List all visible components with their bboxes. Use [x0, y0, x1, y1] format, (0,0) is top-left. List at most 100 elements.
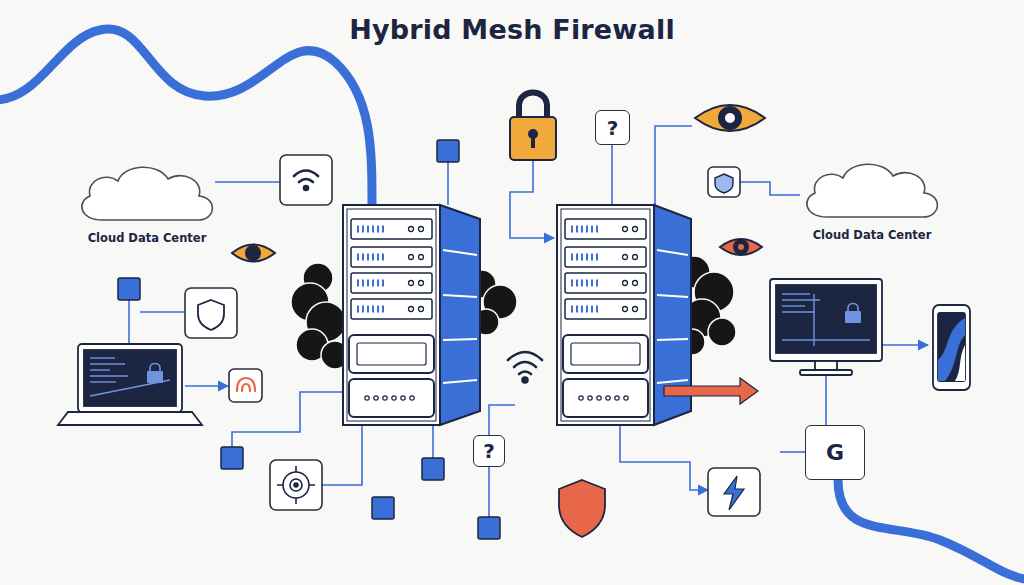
server-rack — [365, 396, 369, 400]
wire — [447, 162, 449, 205]
server-rack — [351, 273, 432, 293]
server-rack — [563, 335, 648, 373]
server-rack — [349, 379, 434, 417]
signal-icon — [237, 378, 255, 391]
wire — [215, 181, 280, 183]
server-rack — [357, 280, 385, 287]
wire — [740, 182, 800, 195]
server-rack — [633, 227, 638, 232]
node-label: ? — [483, 441, 495, 461]
wifi-icon — [294, 171, 542, 383]
wifi-icon — [294, 171, 318, 177]
wifi-icon — [304, 186, 308, 190]
laptop-device — [90, 363, 125, 364]
server-rack — [351, 247, 432, 267]
laptop-device — [90, 358, 170, 396]
icon-tile — [185, 155, 760, 516]
label-box: G — [805, 425, 865, 480]
server-rack — [597, 396, 601, 400]
monitoring-eye — [725, 113, 735, 123]
node-label: G — [826, 442, 844, 464]
monitoring-eye — [246, 246, 260, 260]
icon-tile — [708, 167, 740, 197]
server-rack — [565, 219, 646, 239]
server-rack — [571, 343, 640, 365]
server-rack — [633, 255, 638, 260]
desktop-monitor — [800, 370, 852, 375]
server-rack — [419, 227, 424, 232]
desktop-monitor — [782, 339, 870, 340]
wire — [185, 385, 228, 387]
wire — [140, 311, 185, 313]
monitoring-eye — [738, 244, 744, 250]
wire — [320, 425, 362, 485]
server-rack — [565, 247, 646, 267]
icon-tile — [270, 460, 322, 510]
server-rack — [392, 396, 396, 400]
monitoring-eye — [232, 105, 765, 262]
laptop-device — [90, 369, 110, 370]
server-rack — [443, 339, 477, 340]
server-rack — [443, 250, 477, 255]
server-rack — [623, 227, 638, 312]
monitoring-eye — [720, 239, 762, 255]
server-rack — [343, 205, 440, 425]
server-rack — [443, 295, 477, 297]
laptop-device — [90, 357, 115, 358]
wifi-icon — [523, 378, 528, 383]
signal-icon — [237, 378, 255, 391]
wire — [780, 451, 805, 453]
wire — [128, 300, 130, 345]
server-rack — [343, 205, 480, 425]
wire — [620, 425, 708, 490]
server-rack — [565, 219, 646, 319]
server-rack — [623, 255, 628, 260]
network-cable — [838, 480, 1024, 580]
desktop-monitor — [782, 294, 870, 346]
icon-tile — [708, 468, 760, 516]
mobile-phone — [933, 305, 970, 390]
monitoring-eye — [232, 245, 275, 262]
wifi-icon — [519, 372, 531, 375]
server-rack — [623, 307, 628, 312]
label-box: ? — [473, 435, 505, 467]
server-rack — [657, 339, 688, 340]
wifi-icon — [508, 352, 542, 360]
server-rack — [563, 379, 648, 417]
server-rack — [561, 209, 650, 421]
traffic-arrow — [664, 378, 758, 404]
laptop-device — [90, 375, 128, 376]
padlock-icon — [510, 93, 556, 161]
wire — [489, 405, 515, 435]
server-rack — [615, 396, 619, 400]
diagram-title: Hybrid Mesh Firewall — [0, 14, 1024, 45]
desktop-monitor — [845, 311, 861, 323]
server-rack — [419, 281, 424, 286]
wire — [432, 425, 434, 458]
server-rack — [357, 254, 385, 261]
target-icon — [294, 483, 298, 487]
desktop-monitor — [815, 361, 837, 370]
mobile-phone — [938, 313, 965, 381]
server-rack — [409, 307, 414, 312]
server-rack — [633, 307, 638, 312]
shield-icon — [559, 480, 605, 537]
server-rack — [657, 295, 688, 297]
server-rack — [351, 219, 432, 319]
shield-icon — [715, 174, 733, 193]
data-block — [478, 517, 500, 539]
wifi-icon — [299, 179, 313, 182]
laptop-device — [58, 412, 202, 425]
desktop-monitor — [848, 304, 858, 313]
server-rack — [565, 299, 646, 319]
icon-tile — [280, 155, 332, 205]
mobile-phone — [938, 318, 965, 381]
server-rack — [365, 396, 414, 400]
server-rack — [374, 396, 378, 400]
wire — [510, 160, 554, 238]
signal-icon — [242, 384, 250, 391]
server-rack — [409, 281, 414, 286]
data-block — [221, 447, 243, 469]
